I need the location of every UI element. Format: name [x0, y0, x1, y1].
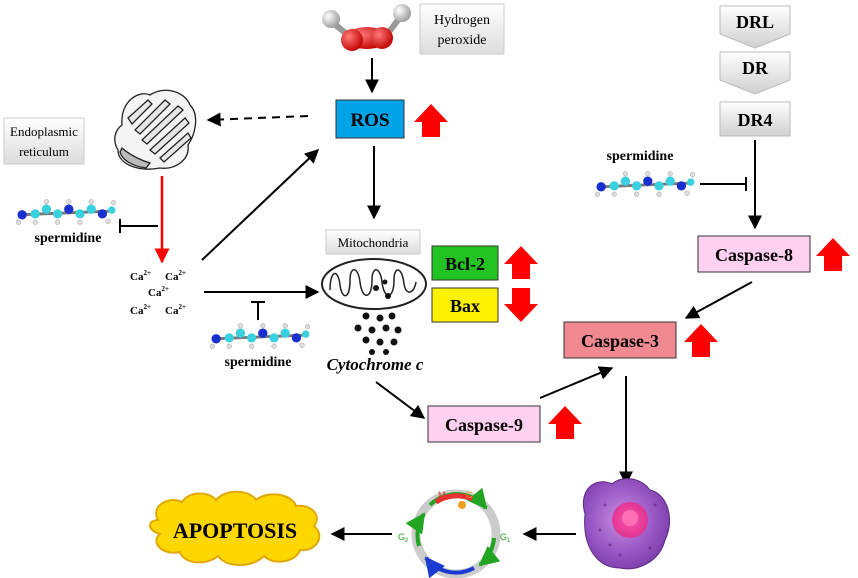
svg-text:DR4: DR4 [738, 110, 773, 130]
caspase9-to-caspase3-arrow [539, 366, 614, 399]
caspase9-up-arrow-icon [548, 406, 582, 439]
spermidine-molecule-icon [14, 198, 118, 226]
svg-text:peroxide: peroxide [438, 33, 487, 48]
spermidine-molecule-icon [593, 170, 697, 198]
spermidine-inhibits-dr4 [700, 177, 747, 191]
caspase8-to-caspase3-arrow [684, 281, 753, 319]
spermidine-label: spermidine [607, 149, 674, 164]
svg-text:Hydrogen: Hydrogen [434, 13, 490, 28]
apoptotic-cell-icon [583, 478, 671, 570]
svg-text:Ca2+: Ca2+ [165, 303, 186, 317]
calcium-ions: Ca2+ Ca2+ Ca2+ Ca2+ Ca2+ [130, 269, 186, 317]
spermidine-inhibits-calcium-uptake [251, 301, 265, 320]
ros-to-er-dashed-arrow [206, 112, 309, 127]
caspase3-node: Caspase-3 [563, 321, 677, 359]
svg-text:Caspase-3: Caspase-3 [581, 331, 659, 351]
cytochrome-c-label: Cytochrome c [327, 355, 424, 374]
endoplasmic-reticulum-label: Endoplasmic reticulum [3, 117, 85, 165]
mitochondria-icon [321, 258, 427, 310]
ros-up-arrow-icon [414, 104, 448, 137]
cell-cycle-c-label: C [466, 490, 473, 500]
dr4-node: DR4 [719, 101, 791, 137]
mitochondria-label: Mitochondria [325, 229, 421, 255]
svg-text:Ca2+: Ca2+ [130, 303, 151, 317]
svg-text:DRL: DRL [736, 12, 774, 32]
spermidine-label: spermidine [225, 355, 292, 370]
svg-text:DR: DR [742, 58, 769, 78]
bcl2-node: Bcl-2 [431, 245, 499, 281]
spermidine-molecule-icon [208, 322, 312, 350]
caspase9-node: Caspase-9 [427, 405, 541, 443]
svg-text:Ca2+: Ca2+ [165, 269, 186, 283]
calcium-to-ros-arrow [201, 149, 320, 261]
svg-text:APOPTOSIS: APOPTOSIS [173, 518, 297, 543]
svg-text:Ca2+: Ca2+ [148, 285, 169, 299]
bax-node: Bax [431, 287, 499, 323]
cell-cycle-g2-label: G2 [398, 532, 409, 544]
svg-text:Endoplasmic: Endoplasmic [10, 124, 78, 139]
drl-node: DRL [719, 5, 791, 49]
bax-down-arrow-icon [504, 288, 538, 322]
ros-node: ROS [335, 99, 405, 139]
svg-text:Caspase-8: Caspase-8 [715, 245, 793, 265]
svg-text:Bax: Bax [450, 296, 480, 316]
cell-cycle-g1-label: G1 [500, 532, 511, 544]
hydrogen-peroxide-molecule-icon [322, 4, 411, 51]
caspase3-up-arrow-icon [684, 324, 718, 357]
caspase8-node: Caspase-8 [697, 235, 811, 273]
svg-text:Bcl-2: Bcl-2 [445, 254, 485, 274]
cytochrome-to-caspase9-arrow [375, 381, 426, 419]
bcl2-up-arrow-icon [504, 246, 538, 279]
spermidine-label: spermidine [35, 231, 102, 246]
hydrogen-peroxide-label: Hydrogen peroxide [419, 3, 505, 55]
svg-text:reticulum: reticulum [19, 144, 69, 159]
svg-text:ROS: ROS [350, 110, 389, 131]
svg-text:Ca2+: Ca2+ [130, 269, 151, 283]
cytochrome-c-particles [354, 279, 402, 355]
spermidine-inhibits-er-release [119, 219, 158, 233]
caspase8-up-arrow-icon [816, 238, 850, 271]
cell-cycle-icon: M C G2 G1 [398, 487, 511, 578]
svg-text:Mitochondria: Mitochondria [338, 235, 409, 250]
svg-text:Caspase-9: Caspase-9 [445, 415, 523, 435]
endoplasmic-reticulum-icon [114, 89, 197, 170]
dr-node: DR [719, 51, 791, 95]
apoptosis-node: APOPTOSIS [149, 490, 321, 566]
cell-cycle-m-label: M [438, 490, 446, 500]
